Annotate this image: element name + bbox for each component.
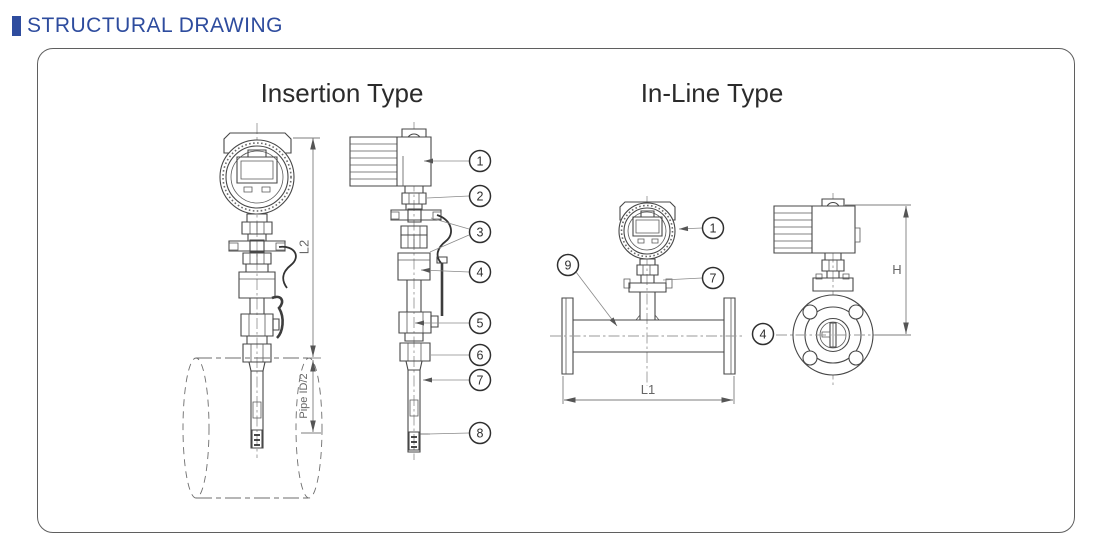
callout-3-badge: 3 [470,222,491,243]
inline-type-title: In-Line Type [640,78,784,108]
callout-2-label: 2 [477,189,484,203]
insertion-front-view [183,123,322,498]
callout-7-label: 7 [477,373,484,387]
callout-9-badge: 9 [558,255,579,276]
inline-front-view [550,196,745,386]
inline-h-dimension: H [845,205,911,335]
dim-label-pipe-id: Pipe ID/2 [298,373,310,418]
callout-4-badge: 4 [470,262,491,283]
page-title: STRUCTURAL DRAWING [27,14,283,37]
inline-end-view [774,193,897,386]
callout-4-label: 4 [477,265,484,279]
callout-6-badge: 6 [470,345,491,366]
inline-callout-1-label: 1 [710,221,717,235]
page-header: STRUCTURAL DRAWING [12,14,283,38]
insertion-side-view [350,122,451,460]
structural-drawing-panel [37,48,1075,533]
insertion-callouts: 1 2 3 4 5 6 7 8 [415,151,491,444]
dim-label-l1: L1 [641,382,655,397]
callout-8-badge: 8 [470,423,491,444]
callout-2-badge: 2 [470,186,491,207]
callout-3-label: 3 [477,225,484,239]
inline-callout-4-badge: 4 [753,324,774,345]
callout-8-label: 8 [477,426,484,440]
callout-1-label: 1 [477,154,484,168]
inline-callout-1-badge: 1 [703,218,724,239]
inline-callout-4-label: 4 [760,327,767,341]
inline-l1-dimension: L1 [563,376,734,404]
callout-5-badge: 5 [470,313,491,334]
dim-label-h: H [892,262,901,277]
inline-callouts: 9 1 7 4 [558,218,774,345]
callout-5-label: 5 [477,316,484,330]
inline-callout-7-label: 7 [710,271,717,285]
callout-1-badge: 1 [470,151,491,172]
callout-6-label: 6 [477,348,484,362]
callout-9-label: 9 [565,258,572,272]
callout-7-badge: 7 [470,370,491,391]
insertion-dimensions: L2 Pipe ID/2 [293,138,321,433]
header-bullet-icon [12,16,21,36]
inline-callout-7-badge: 7 [703,268,724,289]
insertion-type-title: Insertion Type [260,78,424,108]
dim-label-l2: L2 [297,240,312,254]
